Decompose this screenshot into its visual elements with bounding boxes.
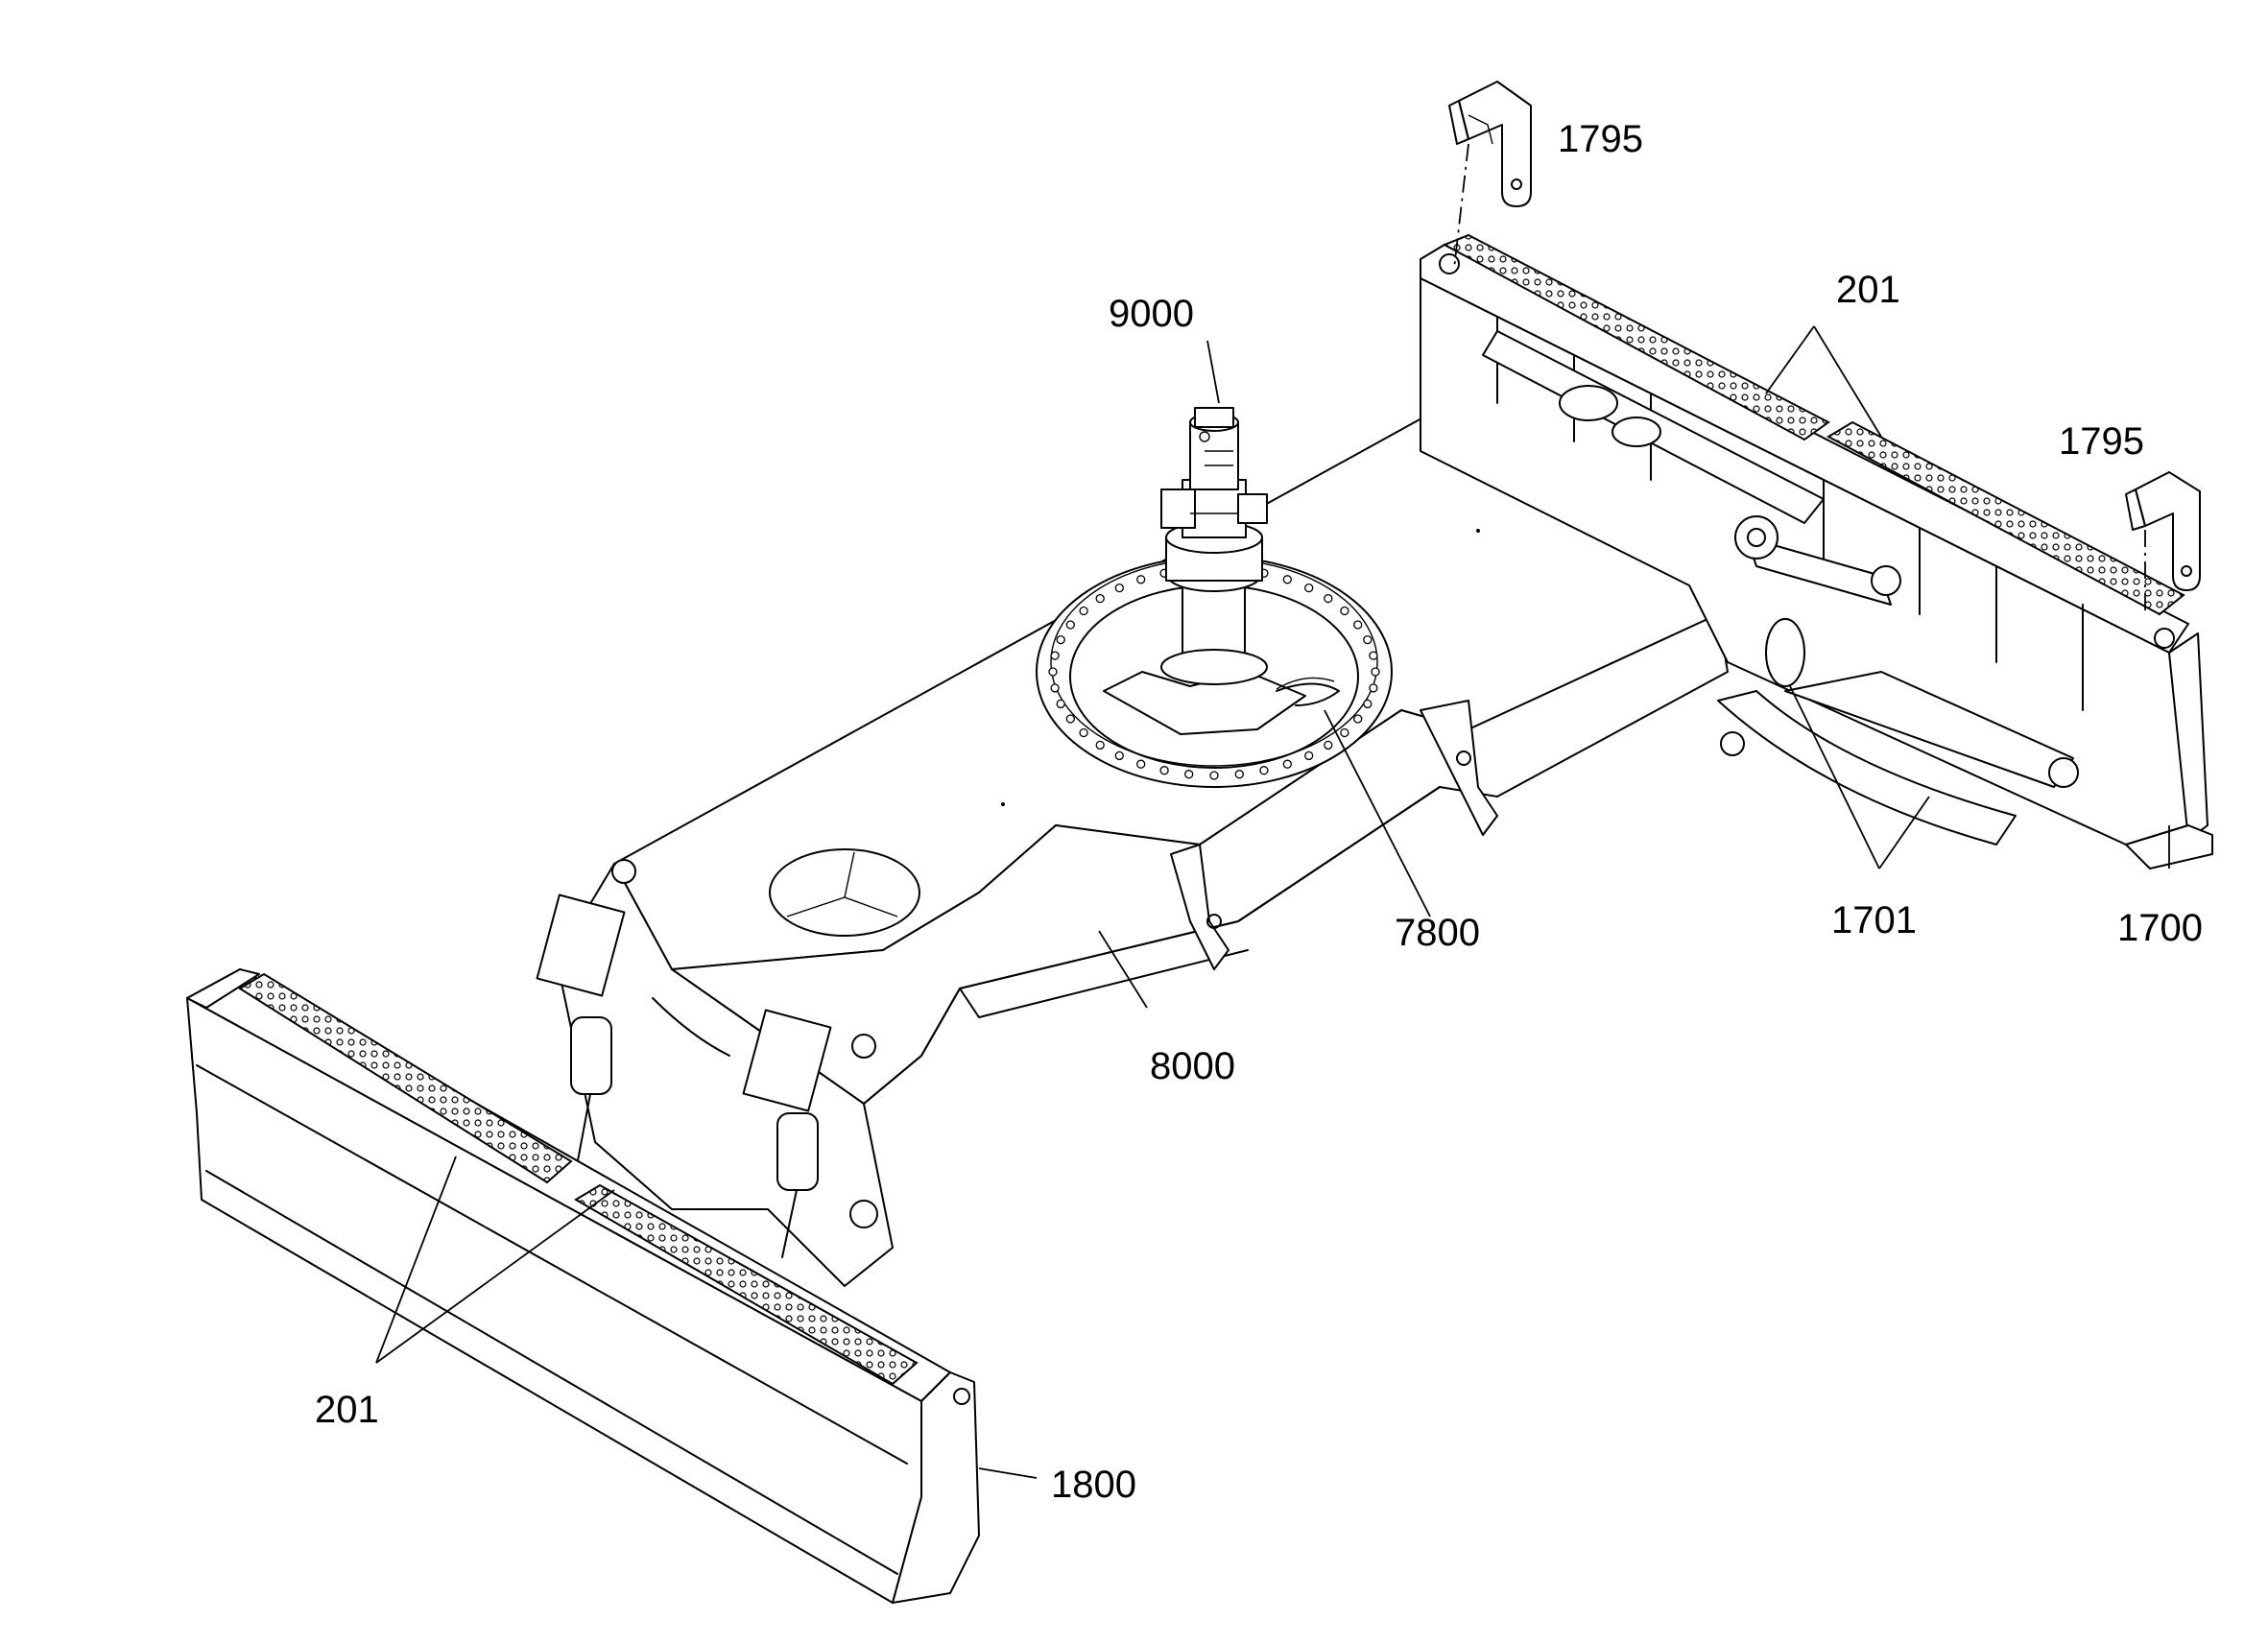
frame-hole xyxy=(769,848,920,937)
leader-9000 xyxy=(1206,340,1220,404)
bolt-hole xyxy=(1095,740,1105,751)
step-plate-front-2 xyxy=(574,1183,919,1386)
bolt-hole xyxy=(1371,667,1380,677)
leader-lines xyxy=(375,325,2170,1479)
bracket-1795-right xyxy=(2125,471,2201,591)
swivel-joint xyxy=(1160,407,1268,685)
bracket-1795-top xyxy=(1448,81,1532,207)
bolt-hole xyxy=(1050,651,1060,660)
rear-blade-assembly xyxy=(1420,233,2213,870)
front-blade-assembly xyxy=(186,859,980,1604)
callout-1795-right: 1795 xyxy=(2059,420,2144,463)
bolt-hole xyxy=(1056,634,1065,645)
bolt-hole xyxy=(1114,583,1124,593)
bolt-hole xyxy=(1209,771,1219,780)
assembly-line-1795-top xyxy=(1453,143,1469,270)
bolt-hole xyxy=(1159,766,1169,775)
bolt-hole xyxy=(1184,770,1194,779)
leader-1701-b xyxy=(1878,796,1930,870)
callout-1700: 1700 xyxy=(2117,907,2203,949)
bolt-hole xyxy=(1353,620,1363,630)
bolt-hole xyxy=(1079,727,1088,738)
bolt-hole xyxy=(1340,727,1349,738)
leader-201-rear-a xyxy=(1765,325,1815,394)
bolt-hole xyxy=(1324,740,1333,751)
leader-8000 xyxy=(1098,930,1148,1009)
callout-7800: 7800 xyxy=(1395,912,1480,954)
bolt-hole xyxy=(1363,699,1373,709)
leader-201-front-a xyxy=(375,1156,457,1364)
bolt-hole xyxy=(1065,714,1075,724)
hydraulic-line-7800 xyxy=(1276,682,1340,706)
leader-201-rear-b xyxy=(1813,325,1882,438)
leader-1701-a xyxy=(1789,685,1880,870)
leader-7800 xyxy=(1324,709,1431,917)
callout-9000: 9000 xyxy=(1109,293,1194,335)
leader-1800 xyxy=(978,1467,1038,1479)
step-plate-rear-2 xyxy=(1826,420,2185,616)
bolt-hole xyxy=(1136,759,1146,769)
bolt-hole xyxy=(1136,575,1146,584)
callout-1800: 1800 xyxy=(1051,1464,1136,1506)
bolt-hole xyxy=(1282,759,1292,769)
bolt-hole xyxy=(1234,770,1244,779)
bolt-hole xyxy=(1079,606,1088,616)
bolt-hole xyxy=(1304,583,1314,593)
callout-8000: 8000 xyxy=(1150,1045,1235,1087)
bolt-hole xyxy=(1048,667,1058,677)
bolt-hole xyxy=(1050,683,1060,693)
step-plate-rear-1 xyxy=(1442,233,1830,441)
bolt-hole xyxy=(1259,766,1269,775)
bolt-hole xyxy=(1282,575,1292,584)
bolt-hole xyxy=(1095,593,1105,604)
bolt-hole xyxy=(1369,683,1378,693)
bolt-hole xyxy=(1353,714,1363,724)
bolt-hole xyxy=(1304,751,1314,761)
bolt-hole xyxy=(1065,620,1075,630)
bolt-hole xyxy=(1114,751,1124,761)
bolt-hole xyxy=(1340,606,1349,616)
leader-201-front-b xyxy=(375,1189,615,1364)
bolt-hole xyxy=(1363,634,1373,645)
bolt-hole xyxy=(1056,699,1065,709)
callout-1701: 1701 xyxy=(1831,899,1917,941)
callout-201-front: 201 xyxy=(315,1389,379,1431)
callout-1795-top: 1795 xyxy=(1558,118,1643,160)
callout-201-rear: 201 xyxy=(1836,269,1900,311)
bolt-hole xyxy=(1324,593,1333,604)
bolt-hole xyxy=(1369,651,1378,660)
step-plate-front-1 xyxy=(238,972,573,1184)
